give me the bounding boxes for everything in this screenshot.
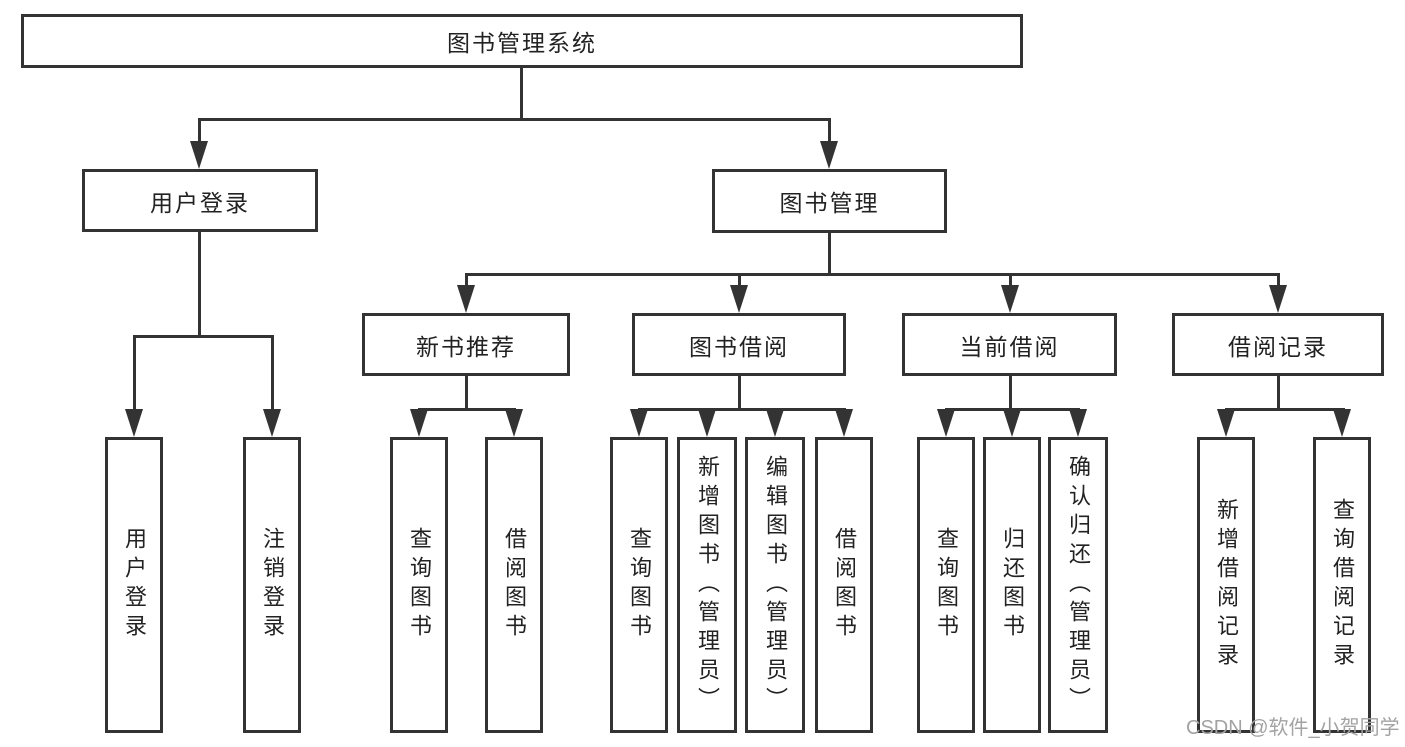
arrowhead-down-icon [190,141,208,169]
node-bb-add-books-admin: 新增图书（管理员） [677,437,737,733]
connector-line [465,273,1280,276]
arrowhead-down-icon [835,409,853,437]
connector-line [1225,408,1345,411]
node-user-login: 用户登录 [82,169,318,232]
node-logout: 注销登录 [243,437,301,733]
node-library-system: 图书管理系统 [21,14,1023,68]
connector-line [465,376,468,408]
node-cb-query-books: 查询图书 [917,437,975,733]
connector-line [133,335,274,338]
node-cb-confirm-return-admin: 确认归还（管理员） [1048,437,1108,733]
connector-line [1277,376,1280,408]
node-current-borrowing: 当前借阅 [902,313,1117,376]
connector-line [828,118,831,145]
watermark: CSDN @软件_小贺同学 [1186,717,1400,739]
node-br-query-record: 查询借阅记录 [1313,437,1371,733]
node-br-add-record: 新增借阅记录 [1197,437,1255,733]
node-user-login-leaf: 用户登录 [105,437,163,733]
arrowhead-down-icon [410,409,428,437]
connector-line [465,273,468,289]
connector-line [133,335,136,413]
arrowhead-down-icon [1269,285,1287,313]
connector-line [198,232,201,335]
node-rec-borrow-books: 借阅图书 [485,437,543,733]
connector-line [1009,273,1012,289]
arrowhead-down-icon [937,409,955,437]
arrowhead-down-icon [457,285,475,313]
arrowhead-down-icon [1217,409,1235,437]
node-rec-query-books: 查询图书 [390,437,448,733]
connector-line [738,273,741,289]
node-book-management: 图书管理 [712,169,947,233]
connector-line [1009,376,1012,408]
connector-line [520,68,523,118]
arrowhead-down-icon [1003,409,1021,437]
connector-line [828,233,831,273]
arrowhead-down-icon [820,141,838,169]
node-cb-return-books: 归还图书 [983,437,1041,733]
node-new-book-recommend: 新书推荐 [362,313,570,376]
connector-line [418,408,516,411]
connector-line [198,118,831,121]
connector-line [271,335,274,413]
node-borrowing-records: 借阅记录 [1172,313,1384,376]
connector-line [638,408,846,411]
node-bb-query-books: 查询图书 [610,437,668,733]
arrowhead-down-icon [630,409,648,437]
connector-line [198,118,201,145]
arrowhead-down-icon [1333,409,1351,437]
connector-line [738,376,741,408]
connector-line [1277,273,1280,289]
node-bb-borrow-books: 借阅图书 [815,437,873,733]
arrowhead-down-icon [698,409,716,437]
arrowhead-down-icon [1069,409,1087,437]
arrowhead-down-icon [125,409,143,437]
arrowhead-down-icon [1001,285,1019,313]
arrowhead-down-icon [505,409,523,437]
node-bb-edit-books-admin: 编辑图书（管理员） [745,437,805,733]
arrowhead-down-icon [263,409,281,437]
arrowhead-down-icon [730,285,748,313]
arrowhead-down-icon [766,409,784,437]
node-book-borrowing: 图书借阅 [632,313,846,376]
